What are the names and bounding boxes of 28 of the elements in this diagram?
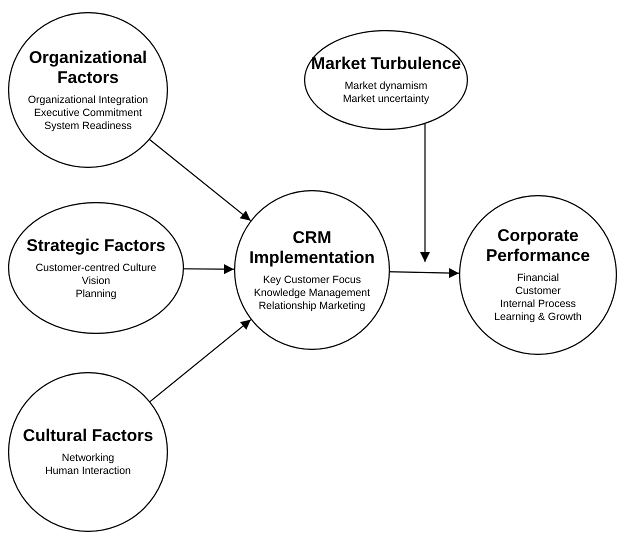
node-item: Internal Process: [500, 298, 576, 311]
node-item: Knowledge Management: [254, 286, 370, 300]
arrow: [184, 264, 234, 274]
node-heading: Organizational Factors: [28, 48, 148, 88]
node-item: Customer: [515, 285, 561, 298]
node-item: Networking: [62, 452, 114, 465]
node-heading: Strategic Factors: [26, 236, 166, 256]
node-item: Key Customer Focus: [262, 274, 362, 286]
arrow: [150, 319, 252, 402]
node-item: Financial: [516, 272, 560, 285]
node-item: Organizational Integration: [28, 94, 148, 106]
node-item: System Readiness: [44, 120, 132, 132]
node-heading: CRM Implementation: [248, 228, 376, 268]
node-item: Executive Commitment: [34, 106, 142, 120]
node-item: Market uncertainty: [342, 93, 430, 106]
node-item: Planning: [76, 288, 116, 300]
arrow: [149, 139, 251, 222]
node-item: Customer-centred Culture: [36, 262, 156, 274]
node-heading: Cultural Factors: [22, 426, 154, 446]
node-item: Relationship Marketing: [258, 300, 366, 312]
arrow: [390, 268, 460, 278]
node-item: Market dynamism: [344, 80, 428, 93]
node-item: Learning & Growth: [494, 311, 582, 324]
node-heading: Market Turbulence: [311, 54, 461, 74]
arrow: [420, 124, 430, 262]
node-heading: Corporate Performance: [485, 226, 591, 266]
node-item: Vision: [82, 274, 110, 288]
node-item: Human Interaction: [45, 465, 131, 478]
